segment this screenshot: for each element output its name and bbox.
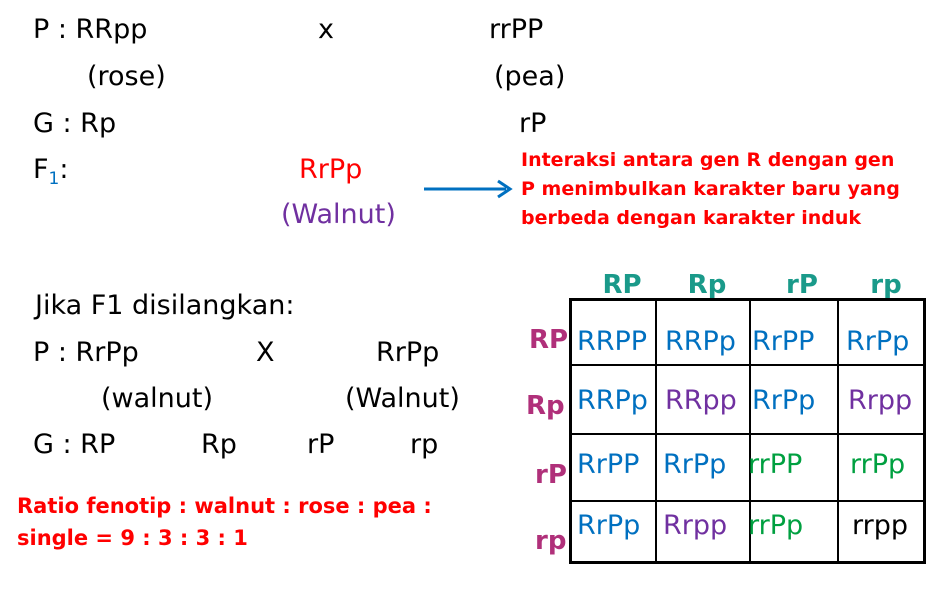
punnett-cell: Rrpp [848,385,913,416]
punnett-cell: rrPP [748,449,803,480]
p2-label: P : RrPp [33,337,139,368]
p2-parent2: RrPp [376,337,440,368]
g2-gamete4: rp [410,429,439,460]
g2-label: G : RP [33,429,116,460]
punnett-cell: Rrpp [663,510,728,541]
f1-phenotype: (Walnut) [281,199,396,230]
punnett-cell: RRPp [577,385,648,416]
grid-line [572,500,923,502]
grid-line [572,364,923,366]
row-header: rP [535,460,567,490]
f1-label: F1: [33,154,69,189]
ratio-line-1: Ratio fenotip : walnut : rose : pea : [17,494,432,518]
interaction-note: Interaksi antara gen R dengan gen P meni… [521,146,900,233]
g1-label: G : Rp [33,108,117,139]
col-header: rp [870,270,902,300]
punnett-cell: RrPp [577,510,641,541]
cross-symbol-2: X [256,337,275,368]
p1-label: P : RRpp [33,14,148,45]
punnett-cell: rrPp [748,510,804,541]
p2-pheno2: (Walnut) [345,383,460,414]
g2-gamete2: Rp [201,429,237,460]
col-header: RP [602,270,642,300]
grid-line [572,433,923,435]
col-header: Rp [687,270,727,300]
f1-subscript: 1 [48,169,60,189]
grid-line [655,301,657,561]
punnett-cell: RrPp [663,449,727,480]
punnett-cell: RRpp [665,385,737,416]
cross2-heading: Jika F1 disilangkan: [35,290,295,321]
grid-line [749,301,751,561]
row-header: RP [529,325,569,355]
punnett-cell: RrPP [577,449,640,480]
punnett-cell: RrPp [846,326,910,357]
punnett-cell: rrPp [850,449,906,480]
note-line-3: berbeda dengan karakter induk [521,207,861,229]
punnett-cell: rrpp [852,510,909,541]
ratio-line-2: single = 9 : 3 : 3 : 1 [17,526,248,550]
g1-gamete2: rP [519,108,547,139]
phenotype-ratio: Ratio fenotip : walnut : rose : pea : si… [17,490,432,554]
grid-line [837,301,839,561]
p2-pheno1: (walnut) [101,383,214,414]
punnett-cell: RrPp [752,385,816,416]
p1-pheno2: (pea) [494,61,566,92]
row-header: Rp [526,391,565,421]
punnett-cell: RRPp [665,326,736,357]
punnett-cell: RRPP [577,326,648,357]
f1-genotype: RrPp [299,154,363,185]
cross-symbol-1: x [318,14,334,45]
note-line-1: Interaksi antara gen R dengan gen [521,149,895,171]
arrow-icon [424,179,513,199]
note-line-2: P menimbulkan karakter baru yang [521,178,900,200]
g2-gamete3: rP [307,429,335,460]
punnett-cell: RrPP [752,326,815,357]
row-header: rp [535,526,567,556]
punnett-square: RRPP RRPp RrPP RrPp RRPp RRpp RrPp Rrpp … [569,298,926,564]
p1-pheno1: (rose) [87,61,166,92]
p1-parent2: rrPP [489,14,544,45]
col-header: rP [786,270,818,300]
